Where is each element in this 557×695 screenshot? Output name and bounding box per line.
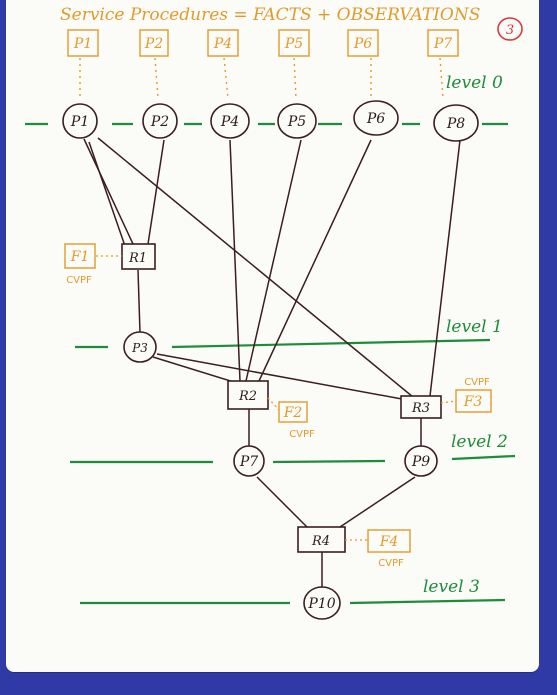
cvpf-label-f4: CVPF <box>378 558 404 569</box>
cvpf-label-f2: CVPF <box>289 429 315 440</box>
node-p10 <box>303 586 341 620</box>
fact-label-p4: P4 <box>213 36 232 52</box>
fact-label-p1: P1 <box>73 36 92 52</box>
page-number: 3 <box>506 23 514 38</box>
cvpf-label-f3: CVPF <box>464 377 490 388</box>
level-2-line <box>70 454 516 464</box>
fact-box-f1 <box>64 243 96 269</box>
rule-label-r1: R1 <box>128 251 147 266</box>
fact-box-p4 <box>207 29 239 57</box>
node-p2 <box>142 103 178 139</box>
node-label-p1: P1 <box>70 114 89 130</box>
node-p6 <box>353 100 399 136</box>
node-p7 <box>233 445 265 477</box>
rule-box-r2 <box>227 380 269 410</box>
fact-label-p5: P5 <box>284 36 303 52</box>
fact-label-f3: F3 <box>463 394 483 410</box>
fact-box-f2 <box>278 401 308 423</box>
node-label-p2: P2 <box>150 114 169 130</box>
fact-box-p7 <box>427 29 459 57</box>
rule-label-r4: R4 <box>311 534 330 549</box>
node-label-p10: P10 <box>307 596 335 612</box>
fact-label-f2: F2 <box>283 405 303 421</box>
fact-label-p6: P6 <box>353 36 372 52</box>
fact-rule-connectors <box>96 255 457 541</box>
fact-box-p6 <box>347 29 379 57</box>
node-label-p8: P8 <box>446 116 465 132</box>
node-p3 <box>123 331 157 363</box>
level-1-label: level 1 <box>446 317 503 337</box>
node-label-p5: P5 <box>287 114 306 130</box>
rule-box-r3 <box>400 395 442 419</box>
level-0-label: level 0 <box>446 73 503 93</box>
fact-connectors <box>79 57 444 99</box>
page-number-badge: 3 <box>497 17 523 41</box>
fact-label-f1: F1 <box>70 249 90 265</box>
level-3-label: level 3 <box>423 577 480 597</box>
graph-edges <box>83 137 461 588</box>
cvpf-label-f1: CVPF <box>66 275 92 286</box>
node-p1 <box>62 103 98 139</box>
node-label-p6: P6 <box>366 111 385 127</box>
rule-box-r1 <box>121 243 156 270</box>
fact-label-p2: P2 <box>144 36 163 52</box>
node-label-p7: P7 <box>239 454 258 470</box>
node-p8 <box>433 104 479 142</box>
fact-box-f4 <box>367 529 411 553</box>
node-p5 <box>277 103 317 139</box>
level-3-line <box>80 598 506 605</box>
node-label-p9: P9 <box>411 454 430 470</box>
page-title: Service Procedures = FACTS + OBSERVATION… <box>60 5 480 25</box>
rule-label-r2: R2 <box>238 389 257 404</box>
node-p9 <box>404 445 438 477</box>
node-p4 <box>210 103 250 139</box>
node-label-p4: P4 <box>220 114 239 130</box>
level-2-label: level 2 <box>451 432 508 452</box>
fact-box-p2 <box>139 29 169 57</box>
fact-label-f4: F4 <box>379 534 399 550</box>
fact-box-p5 <box>278 29 310 57</box>
node-label-p3: P3 <box>131 341 148 355</box>
fact-box-p1 <box>67 29 99 57</box>
fact-label-p7: P7 <box>433 36 452 52</box>
rule-label-r3: R3 <box>411 401 430 416</box>
